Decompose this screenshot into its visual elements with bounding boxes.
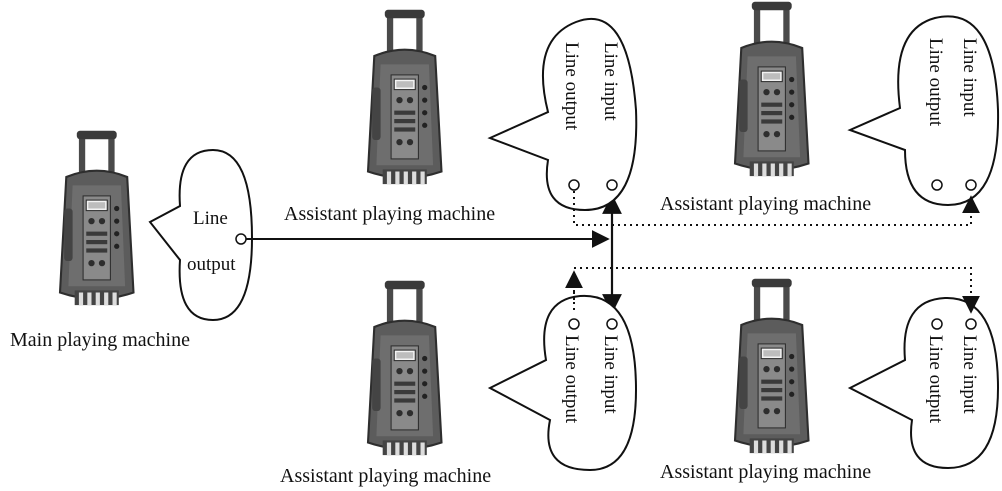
main-bubble-label-line1: Line: [193, 208, 228, 229]
assistant-4-input-label: Line input: [959, 335, 980, 414]
main-bubble: [148, 148, 254, 322]
assistant-4-caption: Assistant playing machine: [660, 461, 871, 483]
main-speaker-icon: [58, 129, 135, 307]
assistant-4-output-port: [931, 318, 943, 330]
main-output-port: [235, 233, 247, 245]
assistant-3-bubble: [487, 294, 638, 472]
assistant-4-output-label: Line output: [925, 335, 946, 424]
assistant-2-input-port: [965, 179, 977, 191]
assistant-3-output-port: [568, 318, 580, 330]
dotted-link-top: [573, 191, 980, 226]
assistant-4-bubble: [847, 296, 1000, 470]
assistant-4-input-port: [965, 318, 977, 330]
assistant-2-caption: Assistant playing machine: [660, 193, 871, 215]
assistant-1-speaker-icon: [366, 8, 443, 186]
assistant-1-bubble: [487, 17, 638, 212]
assistant-2-bubble: [847, 15, 1000, 207]
assistant-3-caption: Assistant playing machine: [280, 465, 491, 487]
assistant-1-input-port: [606, 179, 618, 191]
assistant-1-output-port: [568, 179, 580, 191]
assistant-1-input-label: Line input: [600, 42, 621, 121]
assistant-3-input-port: [606, 318, 618, 330]
assistant-3-input-label: Line input: [600, 335, 621, 414]
assistant-2-input-label: Line input: [959, 38, 980, 117]
assistant-3-speaker-icon: [366, 279, 443, 457]
main-bubble-label-line2: output: [187, 254, 236, 275]
assistant-1-caption: Assistant playing machine: [284, 203, 495, 225]
assistant-3-output-label: Line output: [561, 335, 582, 424]
assistant-1-output-label: Line output: [561, 42, 582, 131]
dotted-link-bottom: [573, 267, 980, 314]
assistant-4-speaker-icon: [733, 277, 810, 455]
assistant-2-speaker-icon: [733, 0, 810, 178]
main-machine-caption: Main playing machine: [10, 329, 190, 351]
assistant-2-output-port: [931, 179, 943, 191]
assistant-2-output-label: Line output: [925, 38, 946, 127]
